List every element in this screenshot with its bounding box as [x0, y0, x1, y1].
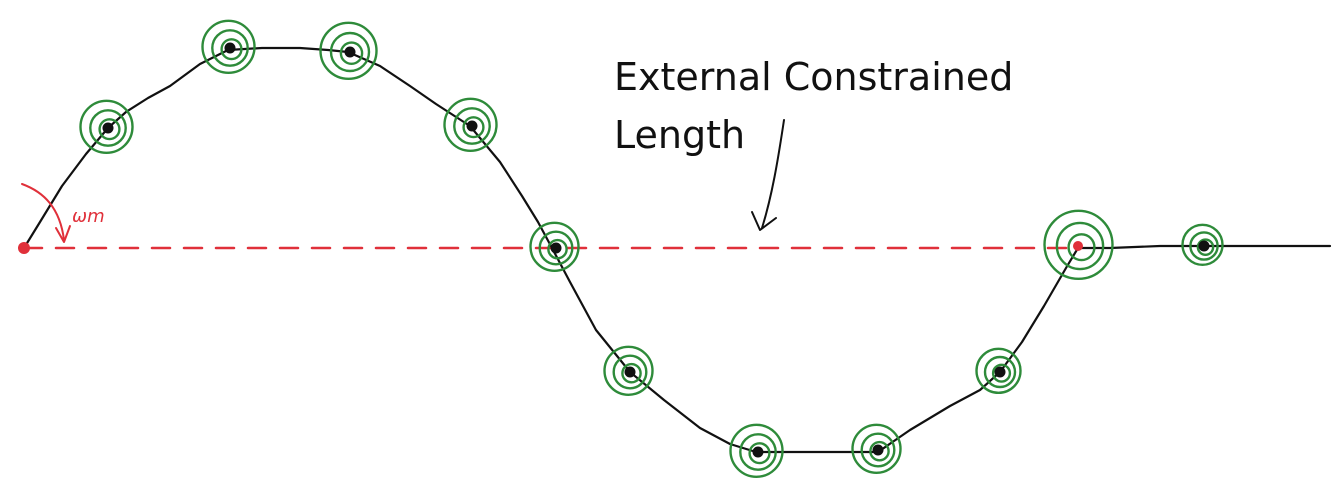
node-marker [319, 21, 378, 80]
node-marker [1043, 209, 1114, 281]
node-ring [220, 38, 243, 61]
node-ring [453, 107, 491, 145]
wave-curve [22, 46, 1332, 454]
node-ring [729, 423, 784, 478]
node-center-dot [994, 366, 1006, 378]
node-ring [748, 442, 771, 465]
node-ring [975, 347, 1022, 394]
node-marker [1181, 223, 1224, 267]
node-ring [319, 21, 378, 80]
annotation-arrow-icon [761, 119, 785, 229]
node-ring [1067, 233, 1096, 262]
node-center-dot [224, 42, 236, 54]
node-ring [339, 41, 364, 65]
node-center-dot [344, 46, 356, 58]
node-center-dot [550, 242, 562, 254]
node-ring [538, 230, 574, 266]
node-ring [1189, 231, 1219, 261]
node-center-dot [1198, 240, 1210, 252]
node-ring [547, 238, 568, 260]
node-ring [603, 345, 654, 396]
node-marker [975, 347, 1022, 394]
angle-arrowhead-icon [55, 225, 71, 243]
node-ring [860, 432, 896, 468]
annotation-line-1: External Constrained [614, 55, 1013, 99]
node-center-dot [466, 120, 478, 132]
node-ring [211, 29, 249, 67]
node-ring [983, 355, 1017, 389]
node-marker [201, 19, 256, 74]
nodes-layer [79, 19, 1224, 478]
node-ring [201, 19, 256, 74]
angle-arrow-icon [21, 183, 65, 241]
node-ring [612, 354, 648, 390]
node-marker [729, 423, 784, 478]
node-ring [851, 423, 902, 474]
node-ring [462, 116, 485, 139]
node-ring [1196, 238, 1215, 256]
node-ring [329, 31, 371, 73]
node-marker [79, 99, 134, 155]
annotation-line-2: Length [614, 113, 745, 157]
node-center-dot [102, 122, 114, 134]
node-marker [603, 345, 654, 396]
node-ring [443, 97, 498, 153]
node-ring [529, 221, 580, 273]
node-ring [869, 440, 890, 462]
node-center-dot [624, 366, 636, 378]
left-anchor-point [18, 242, 30, 254]
node-center-dot [872, 444, 884, 456]
node-marker [851, 423, 902, 474]
node-ring [79, 99, 134, 155]
node-ring [991, 363, 1012, 383]
node-ring [621, 362, 642, 384]
right-anchor-point [1073, 241, 1083, 251]
node-ring [1043, 209, 1114, 281]
angle-label: ωm [72, 206, 105, 227]
node-marker [443, 97, 498, 153]
node-ring [89, 109, 127, 147]
node-ring [1055, 221, 1105, 271]
node-center-dot [752, 446, 764, 458]
node-marker [529, 221, 580, 273]
node-ring [739, 433, 777, 471]
node-ring [98, 118, 121, 141]
annotation-arrowhead-icon [751, 211, 777, 231]
node-ring [1181, 223, 1224, 267]
